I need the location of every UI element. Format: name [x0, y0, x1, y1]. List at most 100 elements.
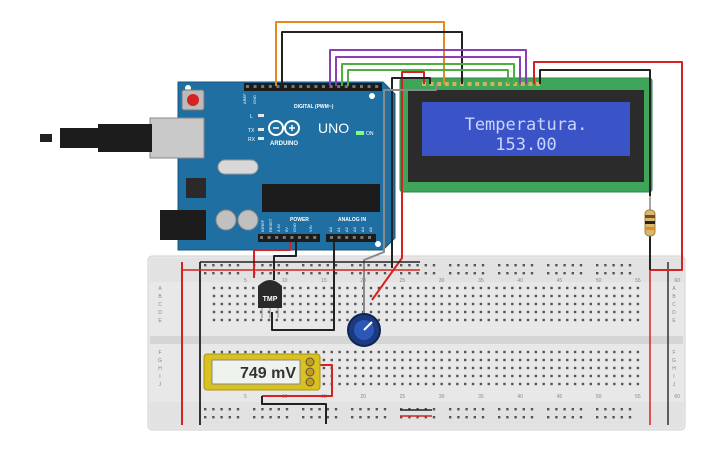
column-number: 5	[244, 278, 247, 284]
column-number: 50	[596, 278, 602, 284]
wire-green-1	[341, 63, 515, 86]
column-number: 10	[282, 278, 288, 284]
digital-pin[interactable]	[322, 85, 325, 88]
analog-pin[interactable]	[337, 236, 341, 239]
power-pin[interactable]	[298, 236, 301, 239]
digital-pin[interactable]	[246, 85, 249, 88]
lcd-pin[interactable]	[520, 82, 525, 86]
a5-label: A5	[368, 226, 373, 232]
digital-pin[interactable]	[253, 85, 257, 88]
row-letter: D	[672, 310, 676, 316]
column-number: 60	[674, 394, 680, 400]
digital-pin[interactable]	[329, 85, 333, 88]
row-letter: B	[158, 294, 162, 300]
lcd-line-2: 153.00	[495, 135, 556, 155]
arduino-brand-label: ARDUINO	[270, 141, 298, 147]
row-letter: H	[158, 366, 162, 372]
arduino-uno-board[interactable]: UNO ARDUINO ON TX RX L DIGITAL (PWM~) AR…	[40, 81, 396, 251]
digital-pin[interactable]	[268, 85, 272, 88]
lcd-pin[interactable]	[513, 82, 518, 86]
wires[interactable]	[182, 21, 683, 424]
digital-pin[interactable]	[360, 85, 363, 88]
a3-label: A3	[352, 226, 357, 232]
tmp36-sensor[interactable]: TMP	[258, 280, 282, 318]
lcd-pin[interactable]	[490, 82, 495, 86]
probe-socket[interactable]	[305, 377, 315, 387]
row-letter: I	[159, 374, 160, 380]
crystal-oscillator	[217, 159, 259, 175]
digital-pin[interactable]	[375, 85, 379, 88]
power-jack	[160, 210, 206, 240]
on-led	[356, 131, 364, 135]
power-pin[interactable]	[313, 236, 317, 239]
lcd-pin[interactable]	[528, 82, 533, 86]
digital-pin[interactable]	[352, 85, 356, 88]
row-letter: C	[158, 302, 162, 308]
digital-pin-header[interactable]	[244, 83, 382, 91]
lcd-pin[interactable]	[498, 82, 502, 86]
lcd-pin[interactable]	[475, 82, 480, 86]
lcd-pin[interactable]	[437, 82, 442, 86]
probe-socket[interactable]	[305, 357, 315, 367]
wire-purple-2	[335, 56, 521, 86]
row-letter: E	[672, 318, 676, 324]
wire-black-gnd	[273, 242, 297, 280]
analog-pin[interactable]	[368, 236, 371, 239]
analog-pin[interactable]	[330, 236, 333, 239]
digital-pin[interactable]	[284, 85, 287, 88]
power-pin[interactable]	[290, 236, 294, 239]
l-label: L	[250, 114, 253, 120]
multimeter[interactable]: 749 mV	[203, 353, 321, 391]
power-pin[interactable]	[275, 236, 279, 239]
analog-pin[interactable]	[345, 236, 349, 239]
lcd-pin[interactable]	[452, 82, 457, 86]
digital-pin[interactable]	[261, 85, 265, 88]
digital-pin[interactable]	[306, 85, 310, 88]
wire-red-pot	[371, 71, 425, 301]
wire-red-5v	[253, 242, 291, 278]
digital-pin[interactable]	[276, 85, 280, 88]
lcd-pin[interactable]	[444, 82, 449, 86]
analog-pin[interactable]	[360, 236, 364, 239]
analog-pin-header[interactable]	[326, 234, 376, 242]
capacitor	[215, 209, 237, 231]
lcd-screen	[422, 102, 630, 156]
power-pin[interactable]	[260, 236, 263, 239]
wire-black-pot	[391, 77, 431, 268]
rx-led	[258, 137, 264, 140]
probe-socket[interactable]	[305, 367, 315, 377]
power-pin-header[interactable]	[258, 234, 320, 242]
resistor[interactable]	[644, 196, 656, 237]
lcd-pin[interactable]	[467, 82, 472, 86]
analog-pin[interactable]	[352, 236, 356, 239]
lcd-pin[interactable]	[429, 82, 434, 86]
row-letter: F	[672, 350, 675, 356]
digital-pin[interactable]	[291, 85, 295, 88]
gnd-power-label: GND	[292, 223, 297, 232]
power-pin[interactable]	[305, 236, 309, 239]
power-pin[interactable]	[267, 236, 271, 239]
reset-button-cap[interactable]	[187, 94, 199, 106]
on-label: ON	[366, 131, 374, 137]
gnd-label: GND	[252, 95, 257, 104]
lcd-16x2-display[interactable]: Temperatura. 153.00	[399, 77, 653, 193]
wire-meter-red	[262, 364, 333, 397]
column-number: 45	[557, 278, 563, 284]
a4-label: A4	[360, 226, 365, 232]
column-number: 60	[674, 278, 680, 284]
potentiometer-knob[interactable]	[363, 321, 373, 331]
lcd-pin[interactable]	[536, 82, 540, 86]
lcd-pin[interactable]	[482, 82, 487, 86]
digital-pin[interactable]	[314, 85, 318, 88]
digital-pin[interactable]	[299, 85, 303, 88]
digital-pin[interactable]	[337, 85, 341, 88]
digital-pin[interactable]	[367, 85, 371, 88]
potentiometer[interactable]	[347, 313, 381, 347]
power-pin[interactable]	[282, 236, 286, 239]
row-letter: G	[158, 358, 162, 364]
wire-green-2	[347, 69, 509, 86]
column-number: 30	[439, 278, 445, 284]
rx-label: RX	[248, 137, 256, 143]
digital-pin[interactable]	[344, 85, 348, 88]
